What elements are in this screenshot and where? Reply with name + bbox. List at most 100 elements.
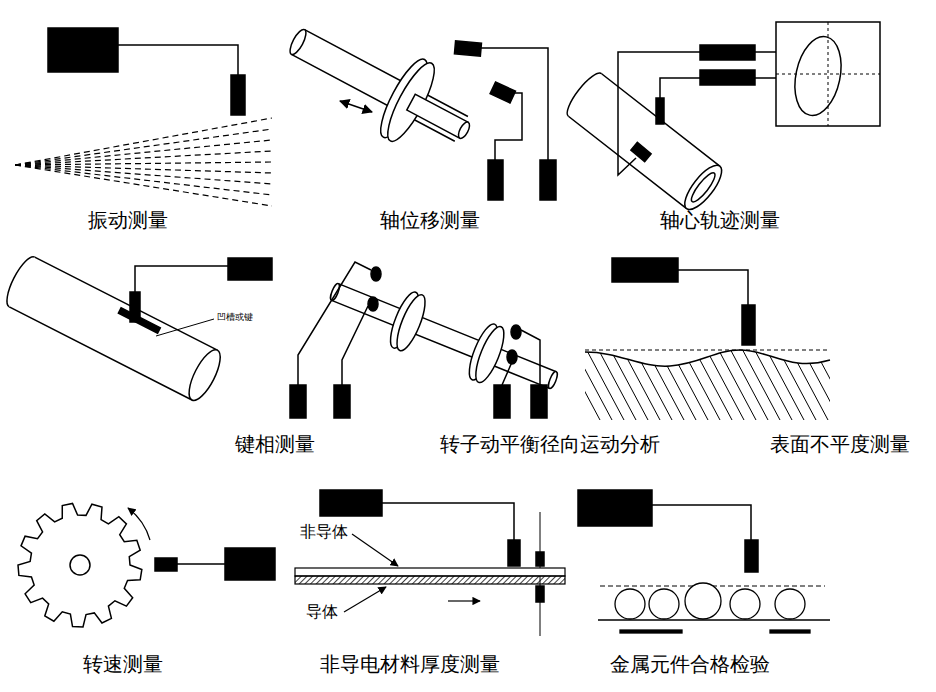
surface-probe [612,258,755,345]
probe-part [531,385,547,418]
probe-part [488,160,503,200]
probe-part [481,48,548,160]
plates [295,534,565,612]
caption: 振动测量 [88,208,168,232]
parts-part [598,619,830,620]
probe-part [631,142,651,161]
probe [290,262,547,418]
caption: 金属元件合格检验 [610,652,770,676]
surface-part [585,350,830,351]
shaft-part [679,160,728,215]
hatch-line [680,345,720,420]
inspection-probe-part [652,505,751,540]
shaft-part [456,120,472,140]
shaft-part [291,30,467,142]
thickness-probe [320,490,544,636]
probe-part [156,319,214,336]
scope [700,22,880,126]
hatch-line [752,345,792,420]
vibration-sensor-part [118,45,238,75]
thickness-probe-part [508,540,520,566]
hatch-line [596,345,636,420]
caption: 轴位移测量 [380,208,480,232]
scope-part [700,45,755,60]
scope-part [776,22,880,126]
hatch-line [764,345,804,420]
caption: 转子动平衡径向运动分析 [440,432,660,456]
probe-part [371,267,381,281]
plates-part [344,587,386,612]
vibration-line [15,162,272,165]
speed-probe [155,548,275,580]
hatch-line [800,345,840,420]
surface-part [585,350,830,366]
speed-probe-part [155,558,177,571]
scope-part [700,70,755,85]
hatch-line [740,345,780,420]
rotor [321,263,567,409]
probe-part [290,385,306,418]
thickness-probe-part [320,490,382,516]
probe-part [540,160,556,200]
vibration-field [15,118,272,206]
hatch-line [848,345,888,420]
hatch-line [788,345,828,420]
speed-probe-part [225,548,275,580]
hatch-line [632,345,672,420]
vibration-sensor [48,28,245,115]
vibration-line [15,165,272,195]
parts-part [775,589,805,619]
scope-part [755,52,776,78]
gear-outline [18,503,142,626]
rotation-arrow [128,508,150,540]
probe-part [490,82,515,103]
vibration-sensor-part [231,75,245,115]
thickness-probe-part [382,503,514,540]
plates-part [295,568,565,576]
vibration-line [15,129,272,165]
caption: 非导电材料厚度测量 [320,652,500,676]
hatch-line [776,345,816,420]
thickness-probe-part [536,552,544,566]
speed-probe-part [177,563,225,565]
hatch-line [704,345,744,420]
parts [598,583,830,633]
surface [560,345,888,420]
surface-probe-part [742,305,755,345]
caption: 转速测量 [83,652,163,676]
probe-part [511,325,521,339]
probe-part [618,52,700,175]
hatch-line [692,345,732,420]
scope-part [776,22,880,126]
hatch-line [716,345,756,420]
shaft-part [562,69,602,116]
vibration-line [15,165,272,173]
shaft-part [1,253,34,307]
thickness-probe-part [536,586,544,602]
gear-hub [70,555,90,575]
parts-part [685,583,721,619]
probe-part [368,297,378,311]
hatch-line [836,345,876,420]
probe-part [228,258,272,280]
hatch-line [824,345,864,420]
hatch-line [620,345,660,420]
hatch-line [668,345,708,420]
probe-part [494,385,510,418]
rotor-part [547,371,559,390]
parts-part [615,589,645,619]
probe [130,258,272,336]
surface-probe-part [612,258,678,282]
vibration-sensor-part [48,28,118,72]
part-label: 非导体 [300,522,348,541]
shaft-part [183,346,226,405]
shaft [273,1,488,171]
vibration-line [15,118,272,165]
rotor-part [329,283,341,302]
shaft [562,69,728,215]
vibration-line [15,165,272,184]
shaft [1,253,226,405]
probe [618,52,700,175]
